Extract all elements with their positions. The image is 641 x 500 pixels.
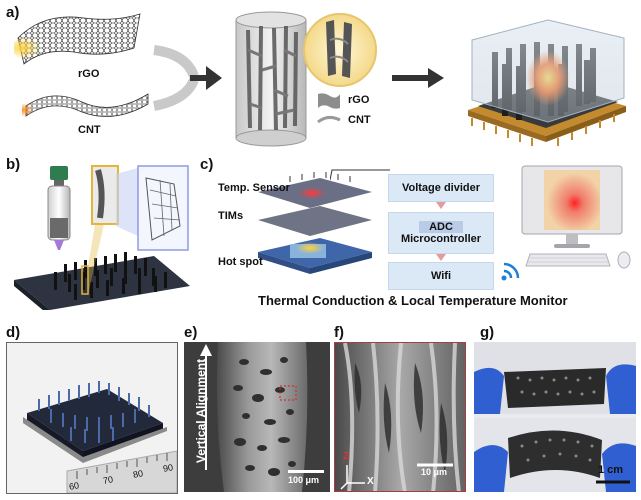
panel-c-caption: Thermal Conduction & Local Temperature M…: [258, 293, 568, 308]
tims-label: TIMs: [218, 210, 244, 222]
scale-label-g: 1 cm: [598, 464, 624, 476]
hot-spot-label: Hot spot: [218, 256, 263, 268]
sample-photo: 60 70 80 90: [6, 342, 178, 494]
adc-microcontroller-box: ADC Microcontroller: [388, 212, 494, 254]
panel-label-e: e): [184, 324, 198, 341]
ruler-mark-80: 80: [132, 468, 144, 480]
merge-arrow-icon: [152, 45, 222, 111]
connector-line: [330, 169, 390, 181]
sem-closeup-graphic: [335, 343, 465, 491]
ruler-mark-90: 90: [162, 462, 174, 474]
panel-label-a: a): [6, 4, 20, 21]
axis-x-label: X: [367, 476, 374, 487]
panel-label-g: g): [480, 324, 495, 341]
flexible-film-photo: 1 cm: [474, 342, 636, 492]
gloved-hands-graphic: [474, 342, 636, 492]
zoom-circle-graphic: [303, 13, 377, 87]
rgo-legend-swatch: [318, 93, 340, 109]
aerogel-cylinder-graphic: [235, 11, 307, 147]
scale-label-e: 100 μm: [288, 475, 320, 485]
panel-label-d: d): [6, 324, 21, 341]
temp-sensor-label: Temp. Sensor: [218, 182, 290, 194]
axis-z-label: Z: [343, 451, 350, 462]
printing-setup-graphic: [14, 165, 190, 310]
heatsink-device-graphic: [468, 19, 626, 146]
sem-image-closeup: Z X 10 μm: [334, 342, 466, 492]
wifi-box: Wifi: [388, 262, 494, 290]
cnt-label: CNT: [78, 124, 101, 136]
legend-rgo-text: rGO: [348, 94, 370, 106]
rgo-label: rGO: [78, 68, 100, 80]
flow-arrow-2: [436, 254, 446, 261]
microcontroller-label: Microcontroller: [400, 233, 482, 245]
sensor-stack-graphic: [258, 172, 372, 274]
sample-block-graphic: [23, 381, 177, 493]
legend-cnt-text: CNT: [348, 114, 371, 126]
panel-label-c: c): [200, 156, 214, 173]
rgo-sheet-graphic: [14, 13, 141, 65]
scale-label-f: 10 μm: [421, 467, 448, 477]
ruler-mark-70: 70: [102, 474, 114, 486]
cnt-legend-swatch: [317, 115, 341, 124]
sem-fiber-graphic: [200, 342, 308, 492]
vertical-alignment-text: Vertical Alignment: [194, 358, 208, 464]
monitor-display-graphic: [521, 165, 631, 269]
voltage-divider-label: Voltage divider: [401, 182, 481, 194]
process-arrow-icon: [392, 68, 444, 88]
panel-label-f: f): [334, 324, 344, 341]
panel-label-b: b): [6, 156, 21, 173]
wifi-label: Wifi: [430, 270, 452, 282]
flow-arrow-1: [436, 202, 446, 209]
voltage-divider-box: Voltage divider: [388, 174, 494, 202]
ruler-mark-60: 60: [68, 480, 80, 492]
adc-label: ADC: [419, 221, 463, 233]
wifi-icon: [501, 262, 520, 281]
cnt-tube-graphic: [22, 93, 149, 120]
scale-bar-e: [288, 470, 324, 473]
sem-image-vertical: Vertical Alignment 100 μm: [184, 342, 330, 492]
